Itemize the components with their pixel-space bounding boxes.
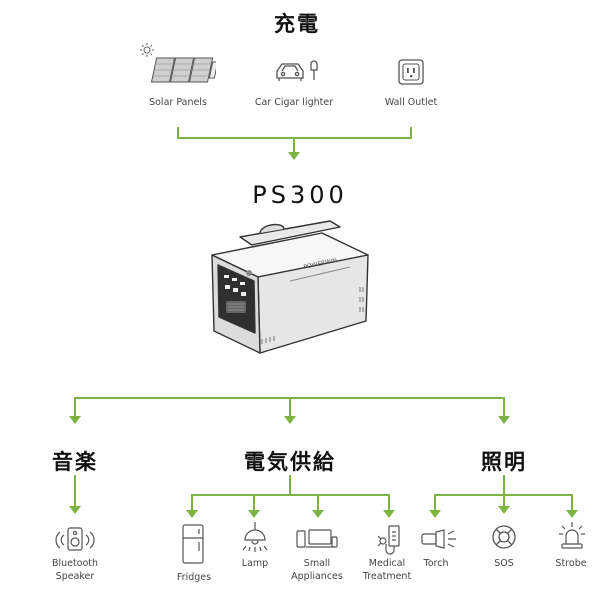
source-label-car: Car Cigar lighter — [254, 97, 334, 108]
speaker-icon — [53, 526, 97, 556]
lighting-heading: 照明 — [481, 450, 527, 474]
output-label-fridges: Fridges — [176, 572, 212, 583]
strobe-icon — [558, 520, 586, 554]
wall-outlet-icon — [398, 59, 424, 89]
output-label-sos: SOS — [494, 558, 514, 569]
source-label-wall: Wall Outlet — [384, 97, 438, 108]
output-label-torch: Torch — [423, 558, 449, 569]
fridge-icon — [181, 524, 205, 568]
appliances-icon — [296, 528, 338, 554]
output-label-strobe: Strobe — [555, 558, 587, 569]
model-name: PS300 — [252, 181, 348, 209]
audio-heading: 音楽 — [52, 450, 98, 474]
solar-panel-icon — [140, 42, 219, 92]
lamp-icon — [241, 522, 269, 560]
source-label-solar: Solar Panels — [149, 97, 207, 108]
medical-icon — [375, 524, 403, 560]
sos-icon — [491, 524, 517, 554]
torch-icon — [420, 528, 460, 554]
power-station-illustration: POWERWIN — [200, 215, 380, 369]
power-supply-heading: 電気供給 — [244, 450, 336, 474]
car-icon — [273, 58, 319, 90]
charging-heading: 充電 — [274, 12, 320, 36]
output-label-lamp: Lamp — [241, 558, 269, 569]
